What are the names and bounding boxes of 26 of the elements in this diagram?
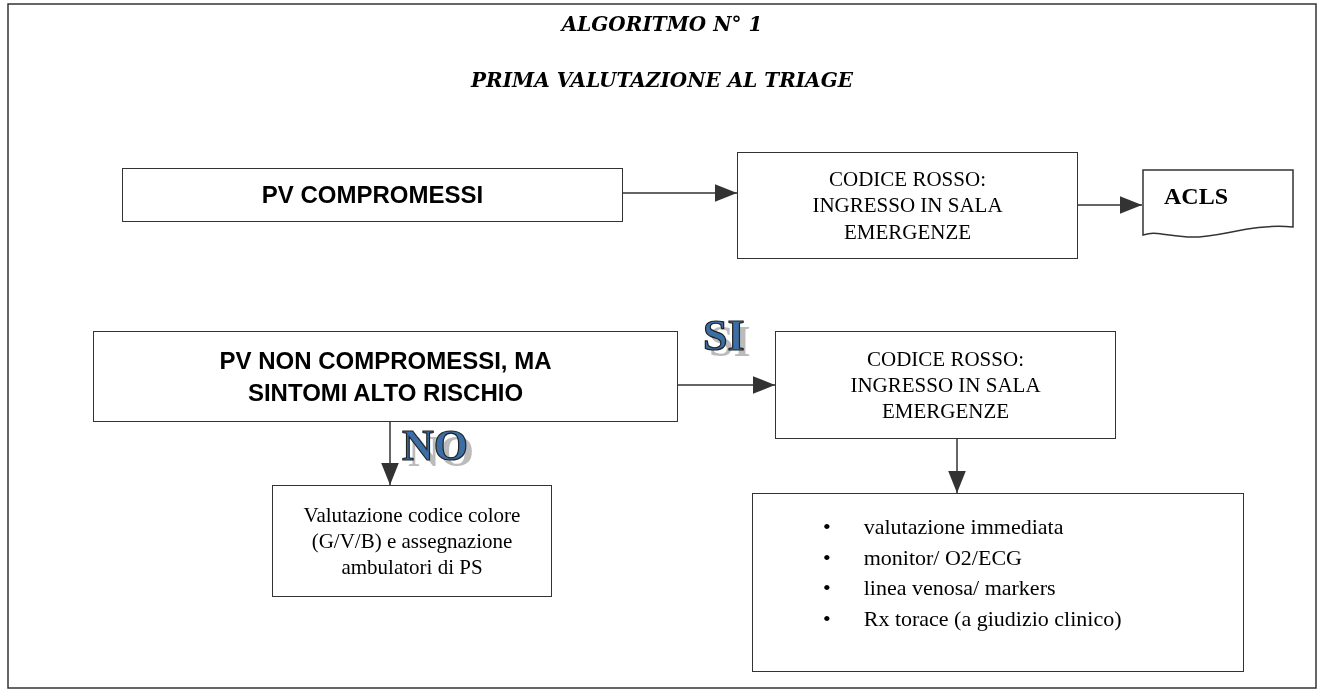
process-box (752, 493, 1244, 672)
node-label: CODICE ROSSO: INGRESSO IN SALA EMERGENZE (849, 345, 1042, 425)
arrow (381, 421, 399, 486)
edge-label: SI (703, 314, 745, 358)
process-box (272, 485, 552, 597)
arrow (622, 184, 738, 202)
node-label: ACLS (1164, 182, 1229, 211)
list-item: • linea venosa/ markers (823, 574, 1057, 602)
edge-label: NO (402, 424, 468, 468)
arrow (677, 376, 776, 394)
list-item: • Rx torace (a giudizio clinico) (823, 604, 1123, 632)
node-label: PV NON COMPROMESSI, MA SINTOMI ALTO RISCHIO (218, 346, 553, 408)
arrow (1077, 196, 1143, 214)
node-label: CODICE ROSSO: INGRESSO IN SALA EMERGENZE (811, 166, 1004, 245)
node-label: Valutazione codice colore (G/V/B) e assegnazione ambulatori di PS (302, 501, 522, 581)
subtitle: PRIMA VALUTAZIONE AL TRIAGE (469, 68, 854, 92)
process-box (737, 152, 1078, 259)
list-item: • monitor/ O2/ECG (823, 543, 1023, 571)
arrow (948, 438, 966, 494)
node-label: PV COMPROMESSI (261, 180, 484, 211)
title: ALGORITMO N° 1 (559, 12, 764, 36)
process-box (775, 331, 1116, 439)
list-item: • valutazione immediata (823, 513, 1065, 541)
document-shape (1142, 169, 1294, 241)
process-box (122, 168, 623, 222)
process-box (93, 331, 678, 422)
